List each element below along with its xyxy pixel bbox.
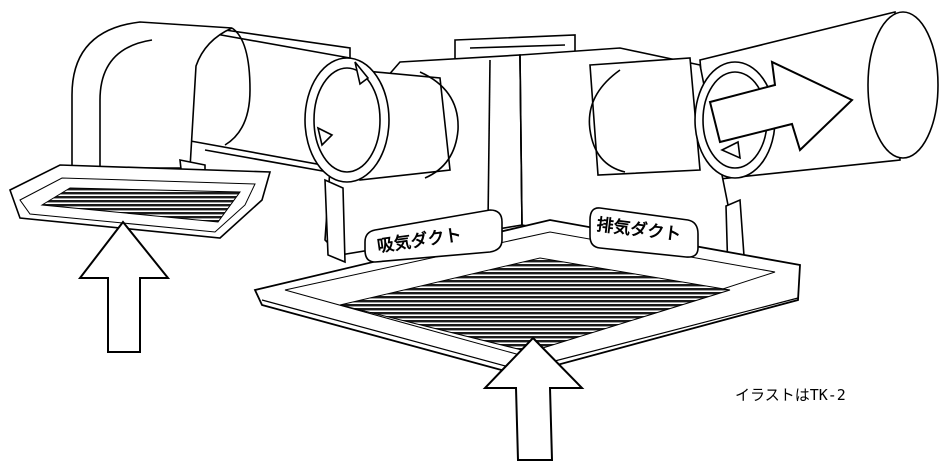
intake-duct-label-tag: 吸気ダクト	[364, 209, 503, 263]
airflow-arrow-left-grille	[77, 220, 171, 353]
exhaust-duct-label-tag: 排気ダクト	[589, 207, 699, 258]
illustration-caption: イラストはTK-2	[735, 386, 846, 404]
main-grille-mesh	[339, 257, 731, 353]
airflow-arrow-main-grille	[482, 336, 585, 461]
small-grille	[9, 164, 272, 239]
airflow-arrow-exhaust	[708, 60, 854, 152]
intake-duct-collar	[304, 57, 459, 183]
small-grille-mesh	[40, 187, 241, 223]
